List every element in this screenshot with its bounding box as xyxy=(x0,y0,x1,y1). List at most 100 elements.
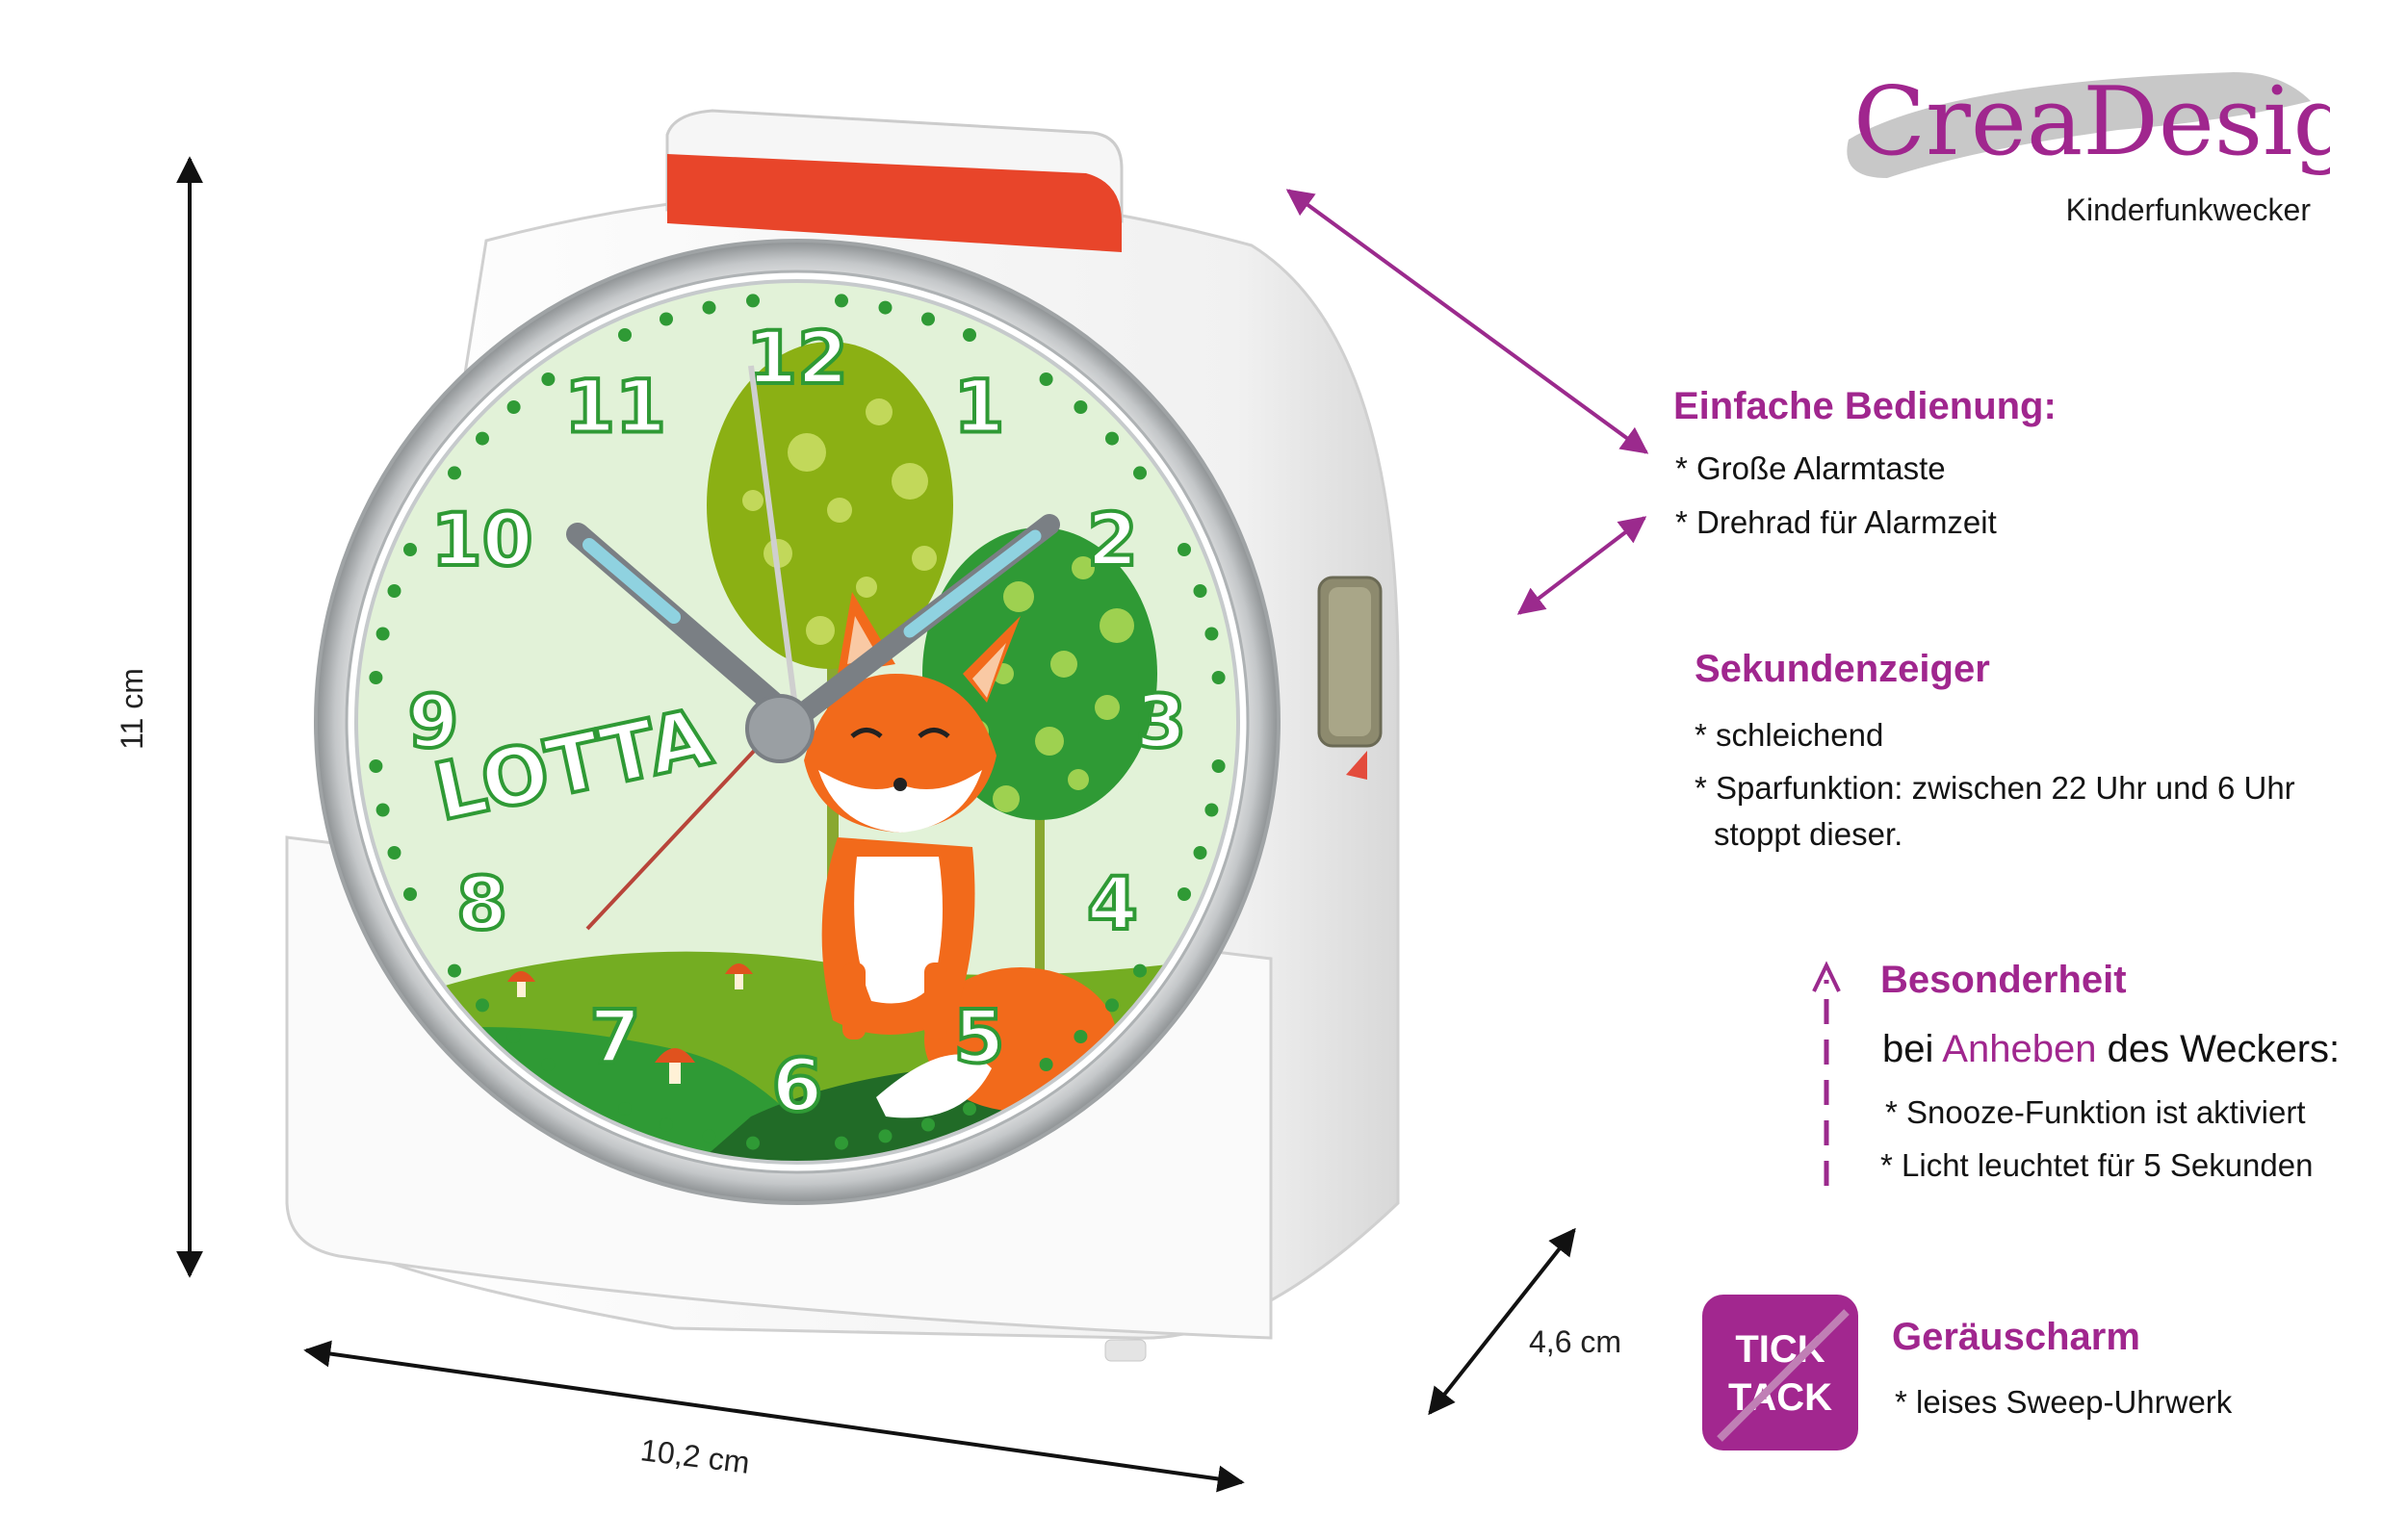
minute-dot xyxy=(403,543,417,556)
dial-numeral: 8 xyxy=(456,860,507,946)
minute-dot xyxy=(387,584,401,598)
special-lift-line: bei Anheben des Weckers: xyxy=(1882,1028,2340,1071)
minute-dot xyxy=(1204,803,1219,817)
dial-numerals: 12 12 3 45 6 78 9 10 11 xyxy=(406,313,1189,1130)
minute-dot xyxy=(375,803,390,817)
dial-numeral: 5 xyxy=(954,993,1005,1079)
minute-dot xyxy=(1133,466,1147,480)
special-title: Besonderheit xyxy=(1880,959,2127,1001)
dial-numeral: 10 xyxy=(431,497,533,582)
special-item: * Snooze-Funktion ist aktiviert xyxy=(1885,1094,2306,1130)
minute-dot xyxy=(660,1117,673,1132)
minute-dot xyxy=(1074,400,1088,414)
dial-numeral: 9 xyxy=(408,679,459,764)
special-item: * Licht leuchtet für 5 Sekunden xyxy=(1880,1147,2314,1183)
mushroom-icon xyxy=(725,963,753,989)
depth-dimension-line xyxy=(1428,1227,1576,1416)
minute-dot xyxy=(702,1129,716,1143)
operation-title: Einfache Bedienung: xyxy=(1673,385,2057,427)
height-label: 11 cm xyxy=(114,668,149,750)
special-line-accent: Anheben xyxy=(1942,1028,2097,1070)
second-hand-item: * schleichend xyxy=(1695,717,1884,753)
minute-dot xyxy=(1193,846,1207,860)
minute-dot xyxy=(1105,998,1119,1013)
minute-dot xyxy=(1039,372,1053,386)
mushroom-icon xyxy=(507,971,535,997)
dial-numeral: 11 xyxy=(564,364,666,449)
minute-dots xyxy=(369,294,1226,1150)
minute-dot xyxy=(835,1136,848,1150)
alarm-button-band xyxy=(667,154,1122,252)
minute-dot xyxy=(541,1058,556,1071)
minute-dot xyxy=(1211,671,1226,684)
minute-dot xyxy=(448,963,461,978)
minute-dot xyxy=(1193,584,1207,598)
minute-dot xyxy=(506,400,521,414)
minute-dot xyxy=(702,300,716,315)
special-line-post: des Weckers: xyxy=(2107,1028,2341,1070)
minute-dot xyxy=(448,466,461,480)
minute-dot xyxy=(660,312,673,326)
minute-dot xyxy=(1039,1058,1053,1071)
minute-dot xyxy=(375,627,390,641)
minute-dot xyxy=(921,1117,935,1132)
minute-dot xyxy=(878,300,893,315)
clock-foot xyxy=(1104,1339,1147,1362)
dial-numeral: 3 xyxy=(1136,679,1187,764)
operation-item: * Große Alarmtaste xyxy=(1675,450,1946,486)
tick-tack-badge: TICK TACK xyxy=(1702,1295,1858,1450)
dial-numeral: 7 xyxy=(590,993,641,1079)
minute-dot xyxy=(476,431,489,446)
minute-dot xyxy=(1204,627,1219,641)
alarm-button-pointer-arrow xyxy=(1285,189,1649,454)
minute-dot xyxy=(618,328,632,342)
minute-dot xyxy=(1133,963,1147,978)
minute-dot xyxy=(1211,759,1226,773)
minute-dot xyxy=(403,887,417,901)
minute-dot xyxy=(476,998,489,1013)
dial-numeral: 2 xyxy=(1087,497,1138,582)
mushroom-icon xyxy=(655,1048,695,1084)
minute-dot xyxy=(1178,887,1191,901)
hand-hub xyxy=(745,694,815,763)
second-hand-title: Sekundenzeiger xyxy=(1695,648,1990,690)
minute-dot xyxy=(369,671,383,684)
brand-logo-text: CreaDesign xyxy=(1853,67,2330,177)
operation-item: * Drehrad für Alarmzeit xyxy=(1675,504,1997,540)
clock-hands xyxy=(566,365,1060,931)
minute-dot xyxy=(746,1136,760,1150)
dial-numeral: 4 xyxy=(1087,860,1138,946)
minute-dot xyxy=(541,372,556,386)
minute-dot xyxy=(963,1102,976,1116)
dial-numeral: 12 xyxy=(746,315,848,400)
dial-numeral: 6 xyxy=(772,1042,823,1128)
minute-dot xyxy=(1178,543,1191,556)
second-hand-item: stoppt dieser. xyxy=(1714,816,1903,852)
minute-dot xyxy=(746,294,760,308)
noise-item: * leises Sweep-Uhrwerk xyxy=(1895,1384,2233,1420)
width-dimension-line xyxy=(303,1340,1245,1493)
minute-dot xyxy=(835,294,848,308)
minute-dot xyxy=(921,312,935,326)
minute-dot xyxy=(387,846,401,860)
second-hand xyxy=(585,714,789,931)
minute-dot xyxy=(369,759,383,773)
side-indicator-icon xyxy=(1346,751,1367,780)
minute-dot xyxy=(506,1030,521,1043)
strike-through-icon xyxy=(1717,1309,1850,1442)
minute-dot xyxy=(878,1129,893,1143)
minute-dot xyxy=(1074,1030,1088,1043)
dial-numeral: 1 xyxy=(954,364,1005,449)
noise-title: Geräuscharm xyxy=(1892,1316,2140,1358)
depth-label: 4,6 cm xyxy=(1529,1324,1622,1359)
minute-dot xyxy=(618,1102,632,1116)
brand-subtitle: Kinderfunkwecker xyxy=(2065,192,2311,227)
minute-dot xyxy=(1105,431,1119,446)
special-line-pre: bei xyxy=(1882,1028,1934,1070)
wheel-pointer-arrow xyxy=(1516,516,1647,615)
second-hand-tail xyxy=(748,365,800,723)
minute-dot xyxy=(963,328,976,342)
lift-arrowhead-icon xyxy=(1812,961,1841,992)
